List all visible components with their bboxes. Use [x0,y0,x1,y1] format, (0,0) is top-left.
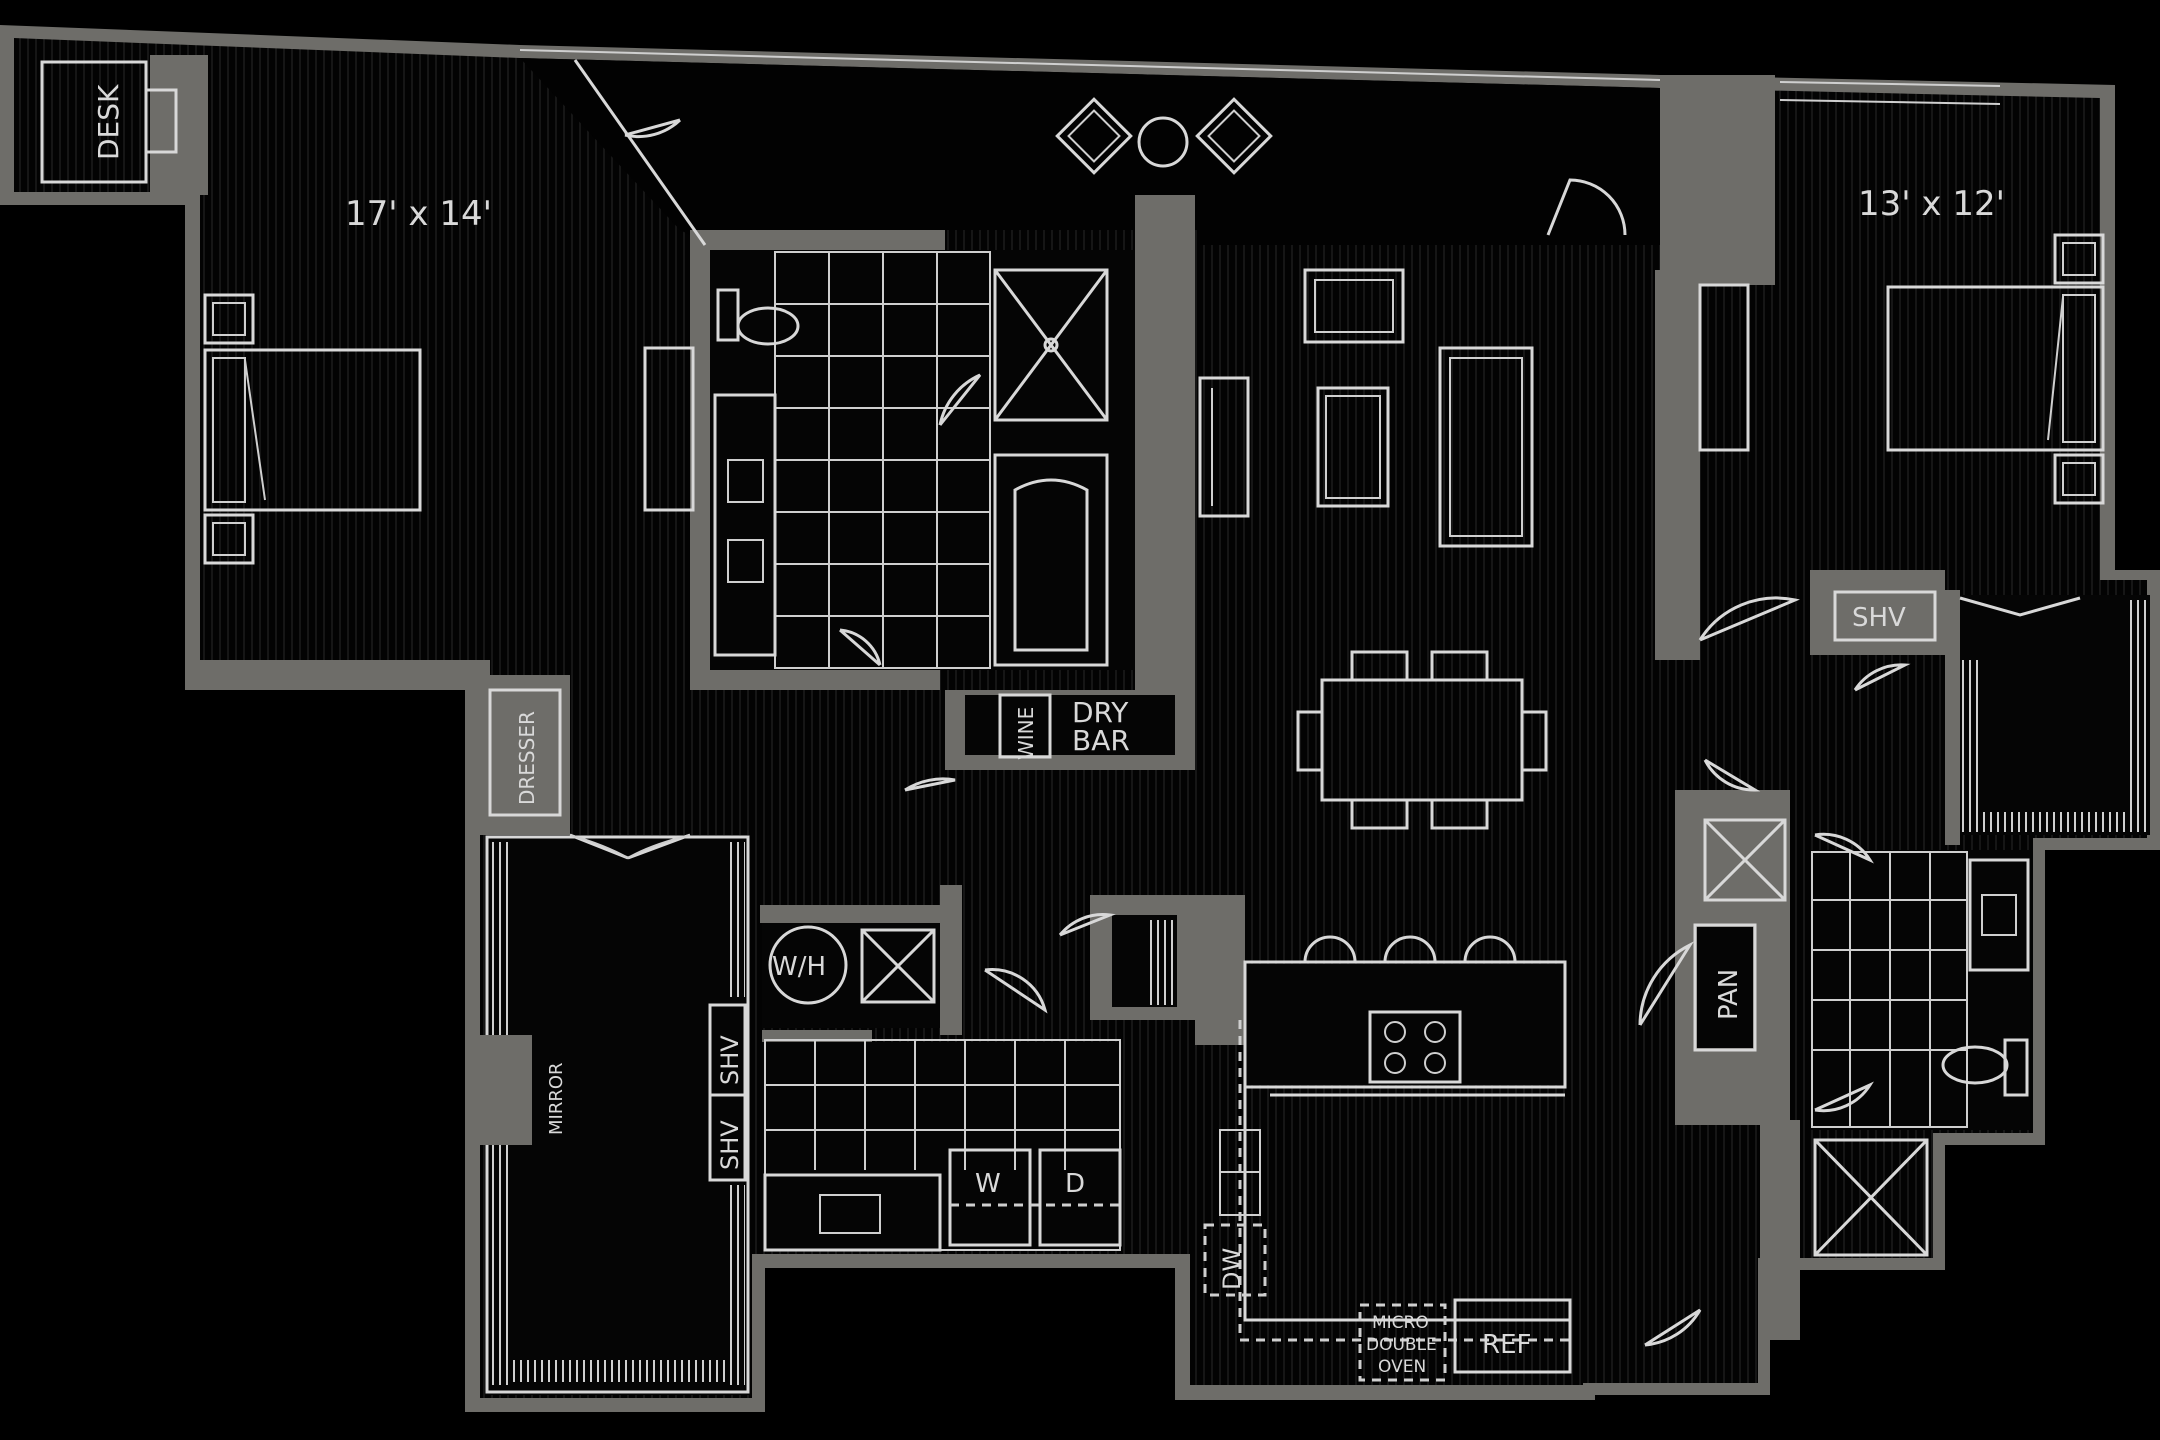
micro-label-3: OVEN [1378,1357,1426,1377]
coffee-table-icon [1316,386,1390,508]
refrigerator-label: REF [1482,1330,1531,1360]
bath-2-floor [1810,850,2030,1130]
master-bath-tiles [774,251,991,669]
cooktop-icon [1368,1010,1462,1084]
shelves-2 [708,1093,747,1182]
refrigerator-icon [1453,1298,1572,1374]
laundry-sink [763,1173,942,1252]
closet-2-floor [1960,595,2150,835]
dresser-icon [488,688,562,817]
desk-icon [40,60,178,184]
dry-bar-label-2: BAR [1072,724,1130,757]
water-heater-label: W/H [772,952,826,982]
dresser-label: DRESSER [515,711,539,805]
sink-2-icon [1968,858,2030,972]
shv-label-2: SHV [716,1120,744,1170]
pantry-label: PAN [1714,969,1744,1020]
shv-label-3: SHV [1852,603,1906,633]
desk-label: DESK [92,84,125,160]
bed-1-icon [203,293,422,565]
hvac-icon [860,928,936,1004]
shv-label-1: SHV [716,1035,744,1085]
washer-icon [948,1148,1032,1247]
bedroom-1-dimensions: 17' x 14' [345,194,492,234]
sofa-icon [1438,346,1534,548]
shower-2-icon [1813,1138,1929,1257]
wine-label: WINE [1014,707,1038,760]
tv-console-icon [1198,376,1250,518]
bed-2-icon [1886,233,2105,505]
kitchen-counter [1243,1020,1570,1322]
laundry-room [762,1042,1122,1250]
mirror-label: MIRROR [546,1062,567,1135]
shelves-3 [1833,590,1937,642]
pantry-icon [1693,923,1757,1052]
armchair-icon [1303,268,1405,344]
dry-bar-label-1: DRY [1072,696,1129,729]
laundry-tiles [764,1039,1121,1251]
washer-label: W [975,1169,1001,1199]
dryer-label: D [1065,1169,1085,1199]
kitchen-island [1243,935,1567,1089]
doors [573,59,1911,1347]
utility-room [762,923,940,1028]
dry-bar [965,695,1175,755]
linen-closet-icon [1703,818,1787,902]
dining-table-icon [1296,650,1548,830]
dishwasher-label: DW [1218,1248,1246,1290]
dresser-2-icon [1698,283,1750,452]
bench-icon [643,346,695,512]
water-heater-icon [768,925,848,1005]
micro-label-2: DOUBLE [1366,1335,1437,1355]
dishwasher-icon [1203,1223,1267,1297]
dryer-icon [1038,1148,1122,1247]
bathtub-icon [993,453,1109,667]
shower-icon [993,268,1109,422]
balcony-rail [519,49,1661,81]
balcony [520,58,1660,245]
bath-2-tiles [1811,851,1968,1128]
vanity-icon [713,393,777,657]
bedroom-2-dimensions: 13' x 12' [1858,184,2005,224]
balcony-chairs-icon [1055,97,1273,175]
toilet-icon [716,288,800,346]
toilet-2-icon [1941,1038,2029,1097]
micro-label-1: MICRO [1372,1313,1429,1333]
